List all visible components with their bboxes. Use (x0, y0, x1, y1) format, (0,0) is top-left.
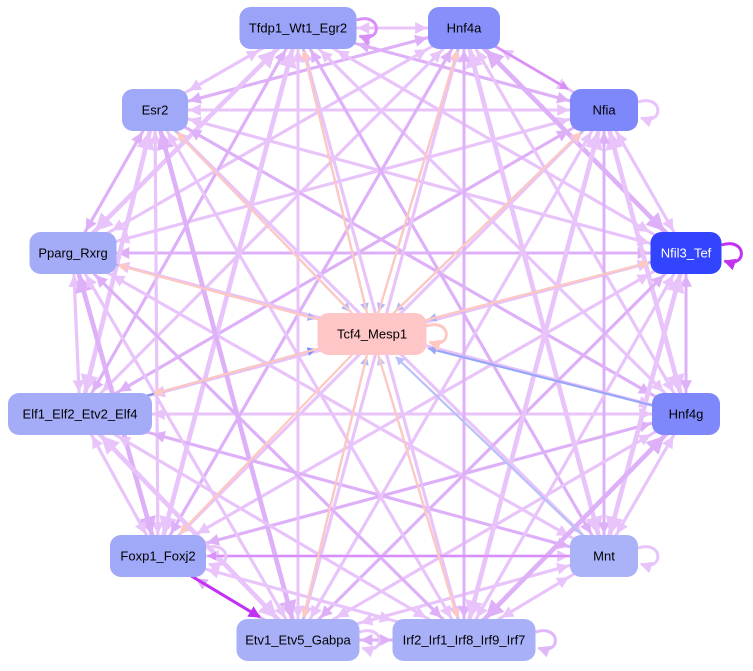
edge-hnf4g-tcf4 (427, 346, 687, 416)
edge-mnt-hnf4a (465, 49, 607, 557)
edge-nfil3-hnf4a (485, 49, 688, 255)
node-box (122, 89, 188, 131)
node-label: Elf1_Elf2_Etv2_Elf4 (23, 407, 138, 422)
edge-hnf4g-tfdp1 (320, 49, 688, 416)
self-loop-nfil3 (721, 242, 743, 271)
edge-elf1-tfdp1 (78, 49, 287, 415)
edge-elf1-esr2 (77, 131, 155, 415)
node-box (29, 232, 117, 274)
node-label: Esr2 (142, 103, 169, 118)
node-box (110, 535, 206, 577)
node-irf2[interactable]: Irf2_Irf1_Irf8_Irf9_Irf7 (392, 619, 536, 661)
node-box (317, 313, 427, 355)
node-label: Hnf4g (669, 407, 704, 422)
edge-mnt-tfdp1 (310, 49, 606, 557)
edge-tcf4-nfia (371, 132, 581, 335)
node-elf1[interactable]: Elf1_Elf2_Etv2_Elf4 (8, 393, 152, 435)
node-box (570, 89, 638, 131)
node-label: Hnf4a (447, 21, 482, 36)
edge-hnf4g-nfia (605, 131, 689, 415)
edge-mnt-tcf4 (395, 356, 605, 557)
edge-irf2-pparg (95, 274, 466, 642)
edge-pparg-hnf4a (72, 48, 428, 255)
node-label: Mnt (593, 549, 615, 564)
node-label: Tcf4_Mesp1 (337, 327, 407, 342)
node-foxp1[interactable]: Foxp1_Foxj2 (110, 535, 206, 577)
node-label: Nfia (592, 103, 616, 118)
edge-etv1-pparg (85, 274, 300, 641)
node-esr2[interactable]: Esr2 (122, 89, 188, 131)
edge-tcf4-etv1 (301, 333, 374, 618)
edge-tcf4-irf2 (370, 333, 460, 618)
node-hnf4g[interactable]: Hnf4g (652, 393, 720, 435)
node-label: Foxp1_Foxj2 (120, 549, 195, 564)
edge-irf2-nfil3 (462, 274, 675, 641)
node-mnt[interactable]: Mnt (570, 535, 638, 577)
node-label: Pparg_Rxrg (38, 246, 107, 261)
self-loop-irf2 (535, 629, 557, 658)
self-loop-mnt (637, 545, 660, 574)
edge-tcf4-hnf4a (370, 50, 460, 335)
node-nfia[interactable]: Nfia (570, 89, 638, 131)
edge-nfia-tfdp1 (357, 41, 605, 112)
edge-irf2-hnf4g (462, 435, 666, 642)
edge-hnf4g-hnf4a (475, 49, 688, 415)
edge-mnt-nfil3 (601, 274, 685, 557)
self-loop-foxp1 (205, 545, 228, 574)
edge-tcf4-esr2 (176, 132, 373, 335)
self-loop-etv1 (359, 629, 381, 658)
edge-etv1-hnf4g (297, 433, 652, 642)
node-hnf4a[interactable]: Hnf4a (428, 7, 500, 49)
node-label: Etv1_Etv5_Gabpa (245, 633, 351, 648)
edge-tcf4-tfdp1 (301, 50, 374, 335)
edge-irf2-elf1 (118, 435, 465, 642)
node-box (239, 7, 357, 49)
node-tfdp1[interactable]: Tfdp1_Wt1_Egr2 (239, 7, 357, 49)
node-nfil3[interactable]: Nfil3_Tef (650, 232, 722, 274)
node-label: Irf2_Irf1_Irf8_Irf9_Irf7 (403, 633, 526, 648)
node-box (428, 7, 500, 49)
node-box (650, 232, 722, 274)
edge-pparg-tfdp1 (71, 49, 277, 255)
node-etv1[interactable]: Etv1_Etv5_Gabpa (236, 619, 360, 661)
node-label: Nfil3_Tef (661, 246, 712, 261)
edge-foxp1-hnf4g (157, 420, 652, 558)
node-box (392, 619, 536, 661)
edge-nfil3-tfdp1 (336, 49, 687, 255)
node-box (236, 619, 360, 661)
node-tcf4[interactable]: Tcf4_Mesp1 (317, 313, 427, 355)
node-label: Tfdp1_Wt1_Egr2 (249, 21, 347, 36)
node-box (652, 393, 720, 435)
self-loop-tfdp1 (356, 17, 378, 46)
edge-foxp1-hnf4a (156, 49, 452, 557)
edge-elf1-pparg (68, 274, 82, 415)
edge-tcf4-foxp1 (179, 333, 373, 534)
self-loop-nfia (637, 99, 660, 128)
node-box (570, 535, 638, 577)
node-pparg[interactable]: Pparg_Rxrg (29, 232, 117, 274)
self-loop-tcf4 (426, 323, 448, 352)
node-box (8, 393, 152, 435)
edge-foxp1-esr2 (149, 131, 162, 557)
